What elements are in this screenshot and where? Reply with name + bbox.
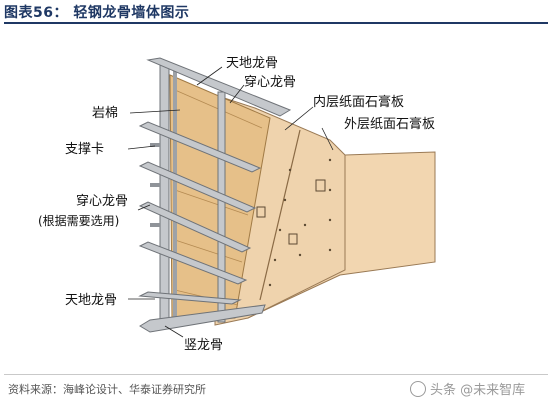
label-chuanxin-top: 穿心龙骨 <box>244 74 296 90</box>
support-clips <box>150 143 160 227</box>
board-joint-line <box>259 129 301 301</box>
label-chuanxin-left: 穿心龙骨 <box>76 193 128 209</box>
label-vertical-stud: 竖龙骨 <box>184 338 223 353</box>
label-tiandi-top: 天地龙骨 <box>226 56 278 71</box>
bottom-track <box>139 304 266 333</box>
fastener-mark <box>315 179 326 192</box>
top-track <box>146 57 292 117</box>
label-outer-board: 外层纸面石膏板 <box>344 116 435 132</box>
leader-lines <box>127 66 334 338</box>
footer-divider <box>4 374 548 375</box>
label-rock-wool: 岩棉 <box>92 106 118 121</box>
fastener-mark <box>288 233 298 245</box>
watermark-logo-icon <box>410 380 426 397</box>
through-studs <box>138 121 262 305</box>
watermark-text: 头条 @未来智库 <box>430 383 526 398</box>
watermark: 头条 @未来智库 <box>410 379 525 398</box>
label-tiandi-bottom: 天地龙骨 <box>65 293 117 308</box>
fastener-mark <box>256 206 266 218</box>
label-support-clip: 支撑卡 <box>65 142 104 157</box>
label-chuanxin-left-note: (根据需要选用) <box>38 214 119 228</box>
label-inner-board: 内层纸面石膏板 <box>313 94 404 110</box>
title-divider <box>4 22 548 24</box>
source-note: 资料来源：海峰论设计、华泰证券研究所 <box>8 383 206 396</box>
figure-title: 图表56： 轻钢龙骨墙体图示 <box>4 5 190 21</box>
